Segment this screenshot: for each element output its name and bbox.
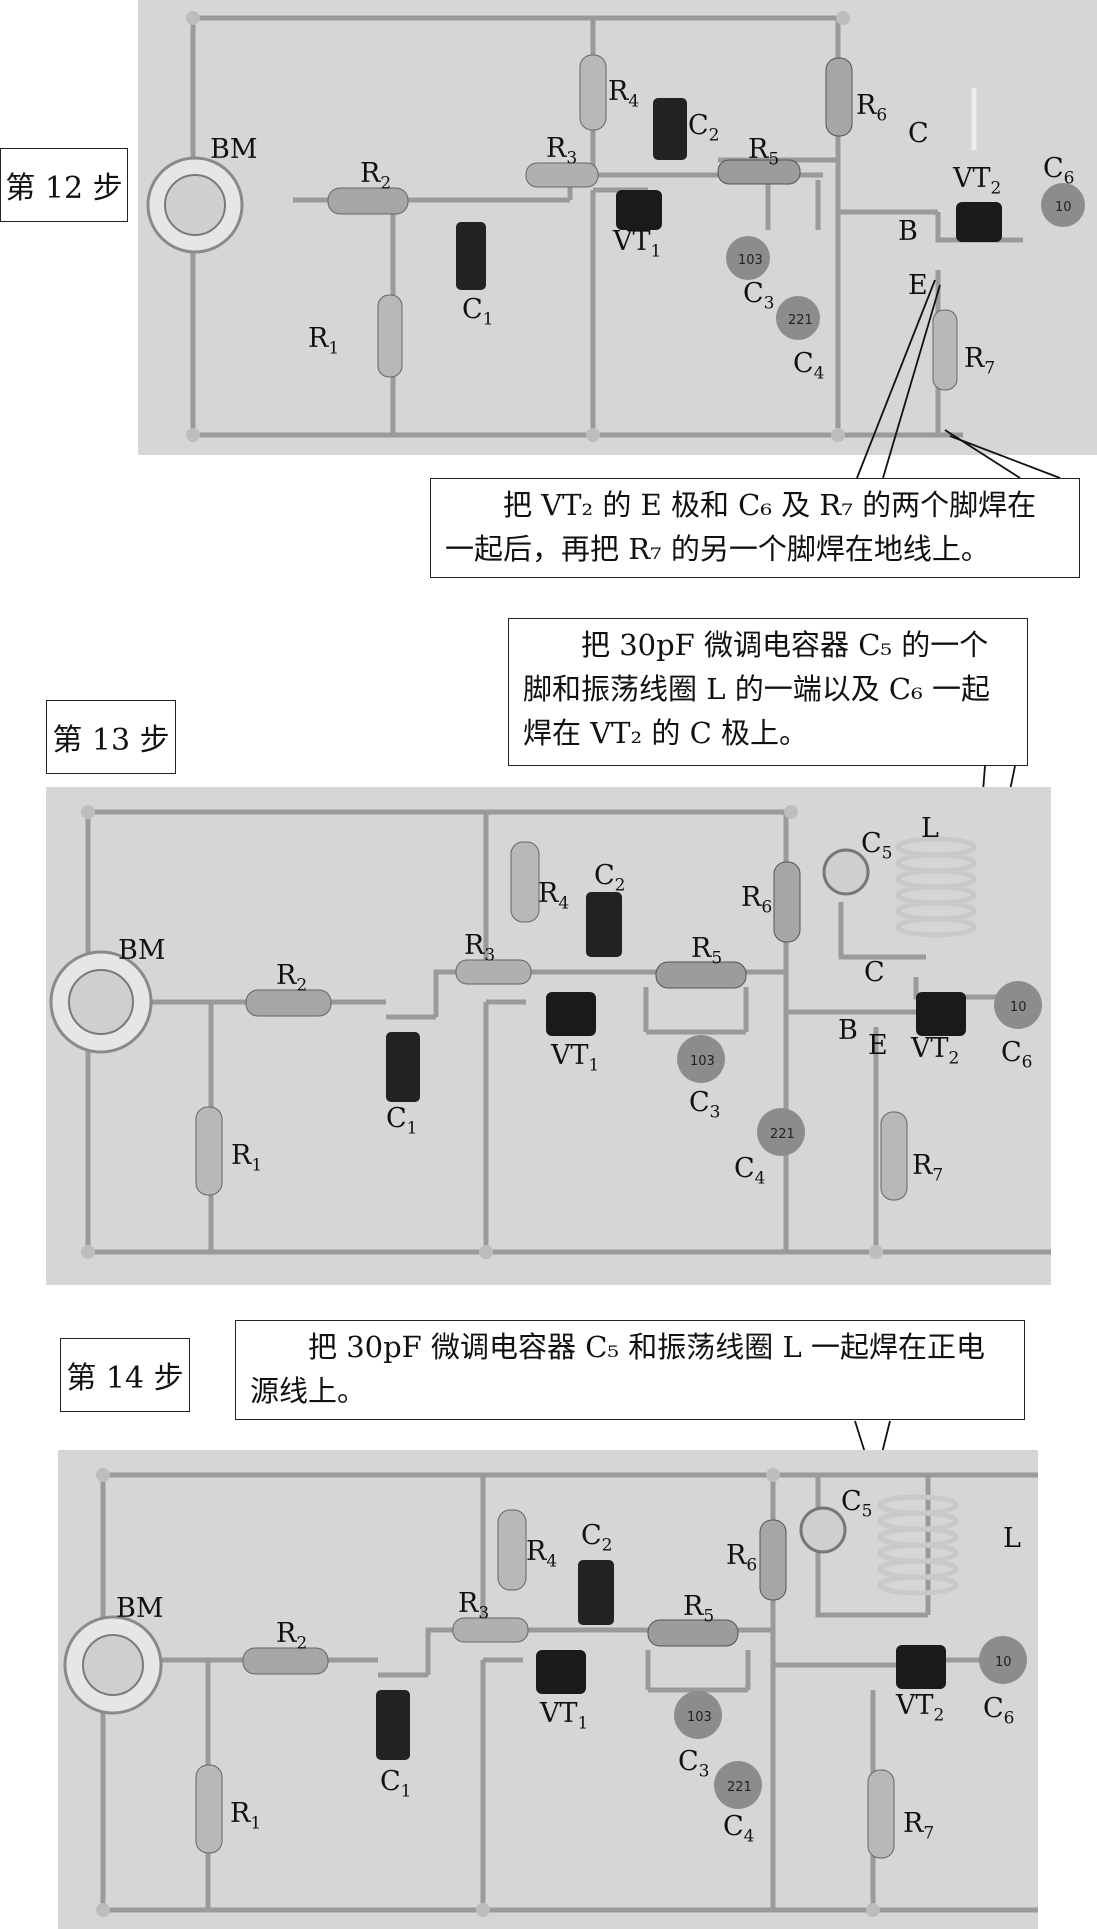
label-c5: C5 [841, 1486, 873, 1522]
c4-code: 221 [770, 1127, 795, 1142]
label-r6: R6 [856, 90, 888, 126]
label-c3: C3 [743, 278, 775, 314]
label-r3: R3 [546, 133, 578, 169]
label-pin-c: C [864, 957, 885, 988]
label-vt2: VT2 [896, 1690, 945, 1726]
label-r7: R7 [912, 1150, 944, 1186]
label-pin-e: E [908, 270, 928, 301]
label-r4: R4 [538, 878, 570, 914]
step-14-photo: 103 221 10 BM R2 R1 C1 R3 R4 C2 VT1 R5 C… [58, 1450, 1038, 1929]
label-c2: C2 [594, 860, 626, 896]
step-12-pointers [856, 279, 1061, 479]
label-coil: L [1003, 1523, 1021, 1554]
label-pin-e: E [868, 1030, 888, 1061]
label-r6: R6 [726, 1540, 758, 1576]
step-13-label: 第 13 步 [46, 700, 176, 774]
step-14-instruction: 把 30pF 微调电容器 C₅ 和振荡线圈 L 一起焊在正电源线上。 [235, 1320, 1025, 1420]
label-vt2: VT2 [911, 1033, 960, 1069]
label-c4: C4 [793, 348, 825, 384]
label-vt1: VT1 [613, 226, 662, 262]
label-c1: C1 [462, 294, 494, 330]
step-12-photo: 103 221 10 BM R2 R1 C1 R3 R4 C2 VT1 R5 C… [138, 0, 1097, 455]
c3-code: 103 [690, 1054, 715, 1069]
label-c4: C4 [734, 1153, 766, 1189]
step-12-circuit: 103 221 10 [146, 11, 1085, 442]
label-c1: C1 [386, 1103, 418, 1139]
step-13-circuit: 103 221 10 [49, 805, 1051, 1259]
label-r2: R2 [360, 158, 392, 194]
label-r2: R2 [276, 1618, 308, 1654]
step-14-label: 第 14 步 [60, 1338, 190, 1412]
label-r5: R5 [683, 1591, 715, 1627]
label-r1: R1 [231, 1140, 263, 1176]
label-vt1: VT1 [540, 1698, 589, 1734]
step-13-instruction: 把 30pF 微调电容器 C₅ 的一个脚和振荡线圈 L 的一端以及 C₆ 一起焊… [508, 618, 1028, 766]
c6-code: 10 [995, 1655, 1012, 1670]
label-r5: R5 [691, 933, 723, 969]
label-bm: BM [210, 134, 258, 165]
label-r5: R5 [748, 134, 780, 170]
label-c4: C4 [723, 1811, 755, 1847]
label-r2: R2 [276, 960, 308, 996]
label-vt2: VT2 [953, 163, 1002, 199]
label-r4: R4 [608, 76, 640, 112]
label-c3: C3 [689, 1087, 721, 1123]
label-r3: R3 [464, 930, 496, 966]
label-c2: C2 [688, 110, 720, 146]
label-c6: C6 [1043, 153, 1075, 189]
label-c3: C3 [678, 1746, 710, 1782]
label-r6: R6 [741, 882, 773, 918]
label-pin-c: C [908, 118, 929, 149]
c3-code: 103 [738, 253, 763, 268]
label-bm: BM [118, 935, 166, 966]
label-c6: C6 [1001, 1037, 1033, 1073]
c4-code: 221 [727, 1780, 752, 1795]
label-c6: C6 [983, 1693, 1015, 1729]
c6-code: 10 [1010, 1000, 1027, 1015]
label-r1: R1 [308, 323, 340, 359]
label-coil: L [921, 813, 939, 844]
label-r7: R7 [964, 343, 996, 379]
step-14-circuit: 103 221 10 [63, 1468, 1038, 1917]
step-13-photo: 103 221 10 BM R2 R1 C1 R3 R4 C2 VT1 R5 C… [46, 787, 1051, 1285]
label-r3: R3 [458, 1588, 490, 1624]
label-c2: C2 [581, 1520, 613, 1556]
c6-code: 10 [1055, 200, 1072, 215]
label-bm: BM [116, 1593, 164, 1624]
label-r1: R1 [230, 1798, 262, 1834]
label-vt1: VT1 [551, 1040, 600, 1076]
label-r4: R4 [526, 1536, 558, 1572]
label-c1: C1 [380, 1766, 412, 1802]
label-pin-b: B [838, 1015, 858, 1046]
c3-code: 103 [687, 1710, 712, 1725]
c4-code: 221 [788, 313, 813, 328]
step-12-instruction: 把 VT₂ 的 E 极和 C₆ 及 R₇ 的两个脚焊在一起后，再把 R₇ 的另一… [430, 478, 1080, 578]
label-c5: C5 [861, 828, 893, 864]
label-pin-b: B [898, 216, 918, 247]
step-12-label: 第 12 步 [0, 148, 128, 222]
label-r7: R7 [903, 1808, 935, 1844]
